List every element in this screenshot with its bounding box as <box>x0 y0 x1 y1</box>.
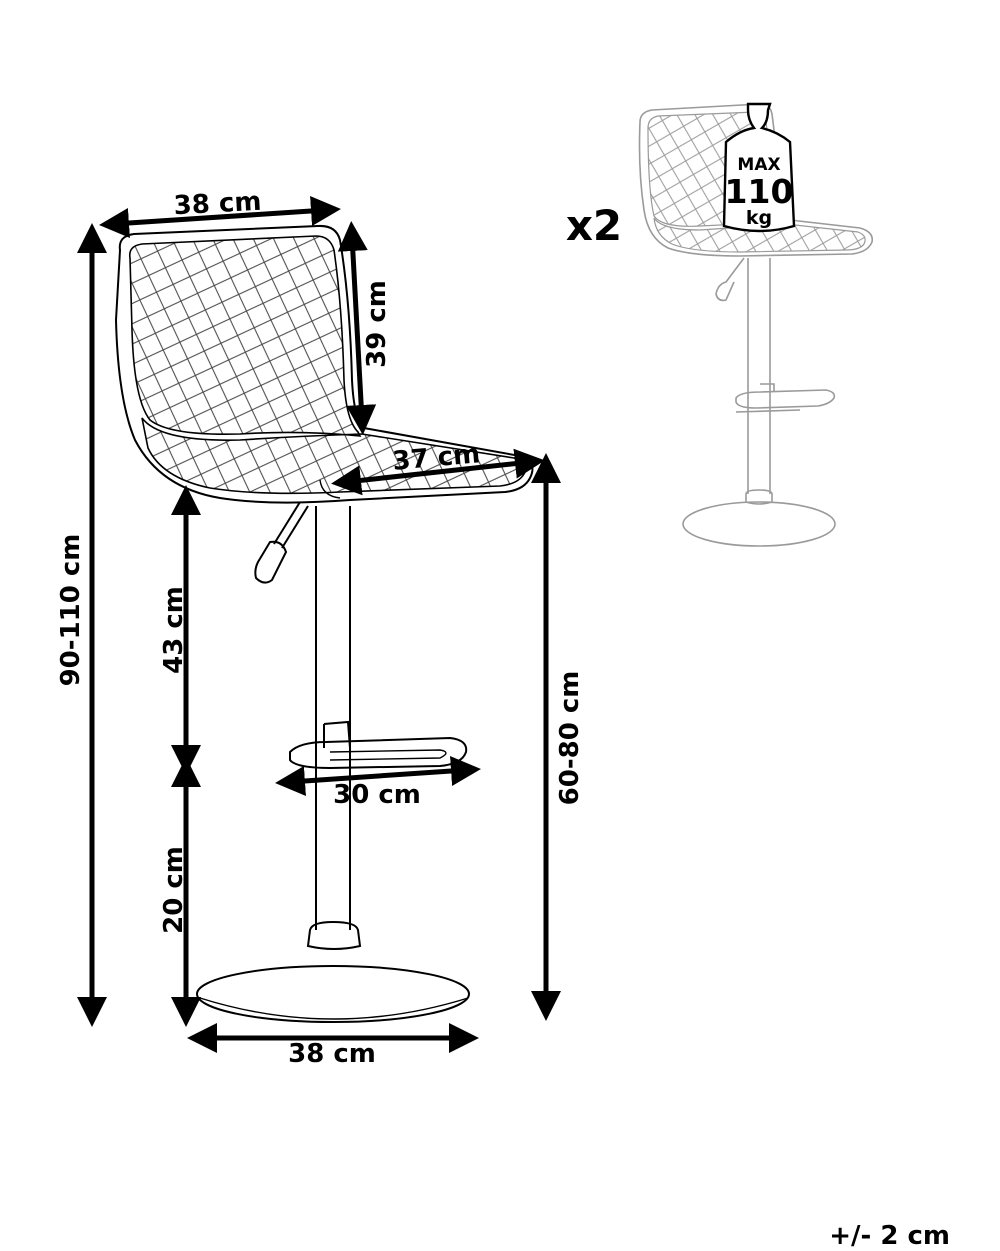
arrow-footrest-width <box>275 756 481 796</box>
stool-base <box>196 965 470 1023</box>
back-cushion <box>128 235 362 437</box>
base-rim <box>199 997 469 1020</box>
max-load-unit: kg <box>746 207 772 229</box>
gas-lift-lever <box>273 501 309 549</box>
ref-base-collar <box>745 489 773 505</box>
base-collar <box>306 920 362 950</box>
max-load-label: MAX <box>737 155 780 175</box>
label-overall-height: 90-110 cm <box>56 534 86 687</box>
ref-footrest <box>735 383 836 413</box>
ref-column <box>747 258 771 494</box>
dimension-arrows <box>77 196 561 1053</box>
quantity-label: x2 <box>566 201 622 250</box>
arrow-back-height <box>337 221 377 435</box>
ref-seat-cushion <box>653 217 866 253</box>
label-base-width: 38 cm <box>288 1039 376 1069</box>
ref-lever <box>715 257 745 302</box>
dimension-labels: 38 cm 39 cm 37 cm 90-110 cm 60-80 cm 43 … <box>56 187 585 1069</box>
label-seat-height: 60-80 cm <box>555 671 585 806</box>
max-load-value: 110 <box>725 172 794 211</box>
lever-handle <box>254 540 288 584</box>
seat-edge-line <box>319 479 341 499</box>
label-footrest-to-seat: 43 cm <box>159 586 189 674</box>
label-seat-width-top: 38 cm <box>173 187 262 222</box>
label-footrest-width: 30 cm <box>333 780 421 810</box>
reference-stool-drawing: MAX 110 kg <box>638 102 874 547</box>
label-footrest-height: 20 cm <box>159 846 189 934</box>
max-load-weight-icon: MAX 110 kg <box>722 102 796 233</box>
stool-column <box>315 506 351 930</box>
label-back-height: 39 cm <box>362 280 392 368</box>
footrest-inner <box>329 749 447 761</box>
arrow-seat-width-top <box>99 196 341 238</box>
tolerance-label: +/- 2 cm <box>829 1221 950 1251</box>
ref-base <box>682 501 836 547</box>
arrow-seat-depth <box>331 448 545 496</box>
footrest-clamp <box>323 720 351 749</box>
